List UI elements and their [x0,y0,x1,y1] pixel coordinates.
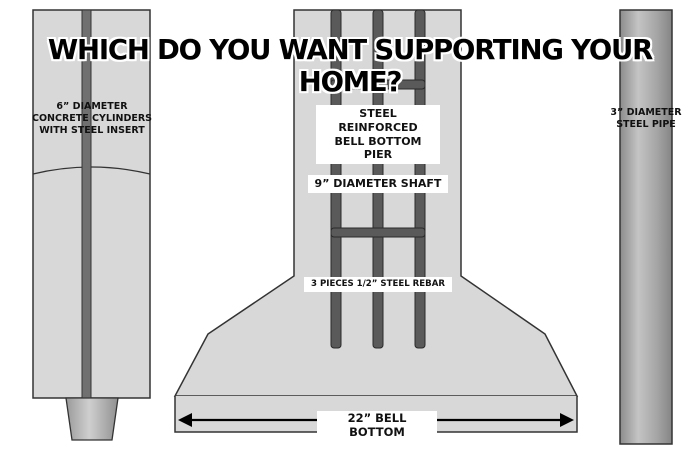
steel-pipe [619,9,673,445]
pipe-label-line: 3” DIAMETER [610,107,682,118]
pier-title-line: STEEL REINFORCED [338,107,418,134]
cylinder-label-line: 6” DIAMETER [56,101,128,112]
pipe-body [619,9,673,445]
rebar-label: 3 PIECES 1/2” STEEL REBAR [304,277,452,292]
base-cap [65,397,119,441]
rebar-tie [330,79,426,90]
cylinder-label-line: WITH STEEL INSERT [39,124,145,136]
arrow-left-icon [178,413,192,427]
bell-bottom-label: 22” BELL BOTTOM [317,411,437,440]
cylinder-label: 6” DIAMETER CONCRETE CYLINDERS WITH STEE… [22,101,162,137]
cylinder-label-line: CONCRETE CYLINDERS [32,112,152,124]
shaft-label: 9” DIAMETER SHAFT [308,175,448,193]
pipe-label-line: STEEL PIPE [616,118,676,130]
pipe-label: 3” DIAMETER STEEL PIPE [600,107,692,131]
rebar-tie [330,227,426,238]
arrow-right-icon [560,413,574,427]
pier-title-line: BELL BOTTOM PIER [334,134,422,162]
pier-title-label: STEEL REINFORCED BELL BOTTOM PIER [316,105,440,164]
headline: WHICH DO YOU WANT SUPPORTING YOUR HOME? [47,34,653,98]
concrete-cylinder-stack [32,9,151,441]
